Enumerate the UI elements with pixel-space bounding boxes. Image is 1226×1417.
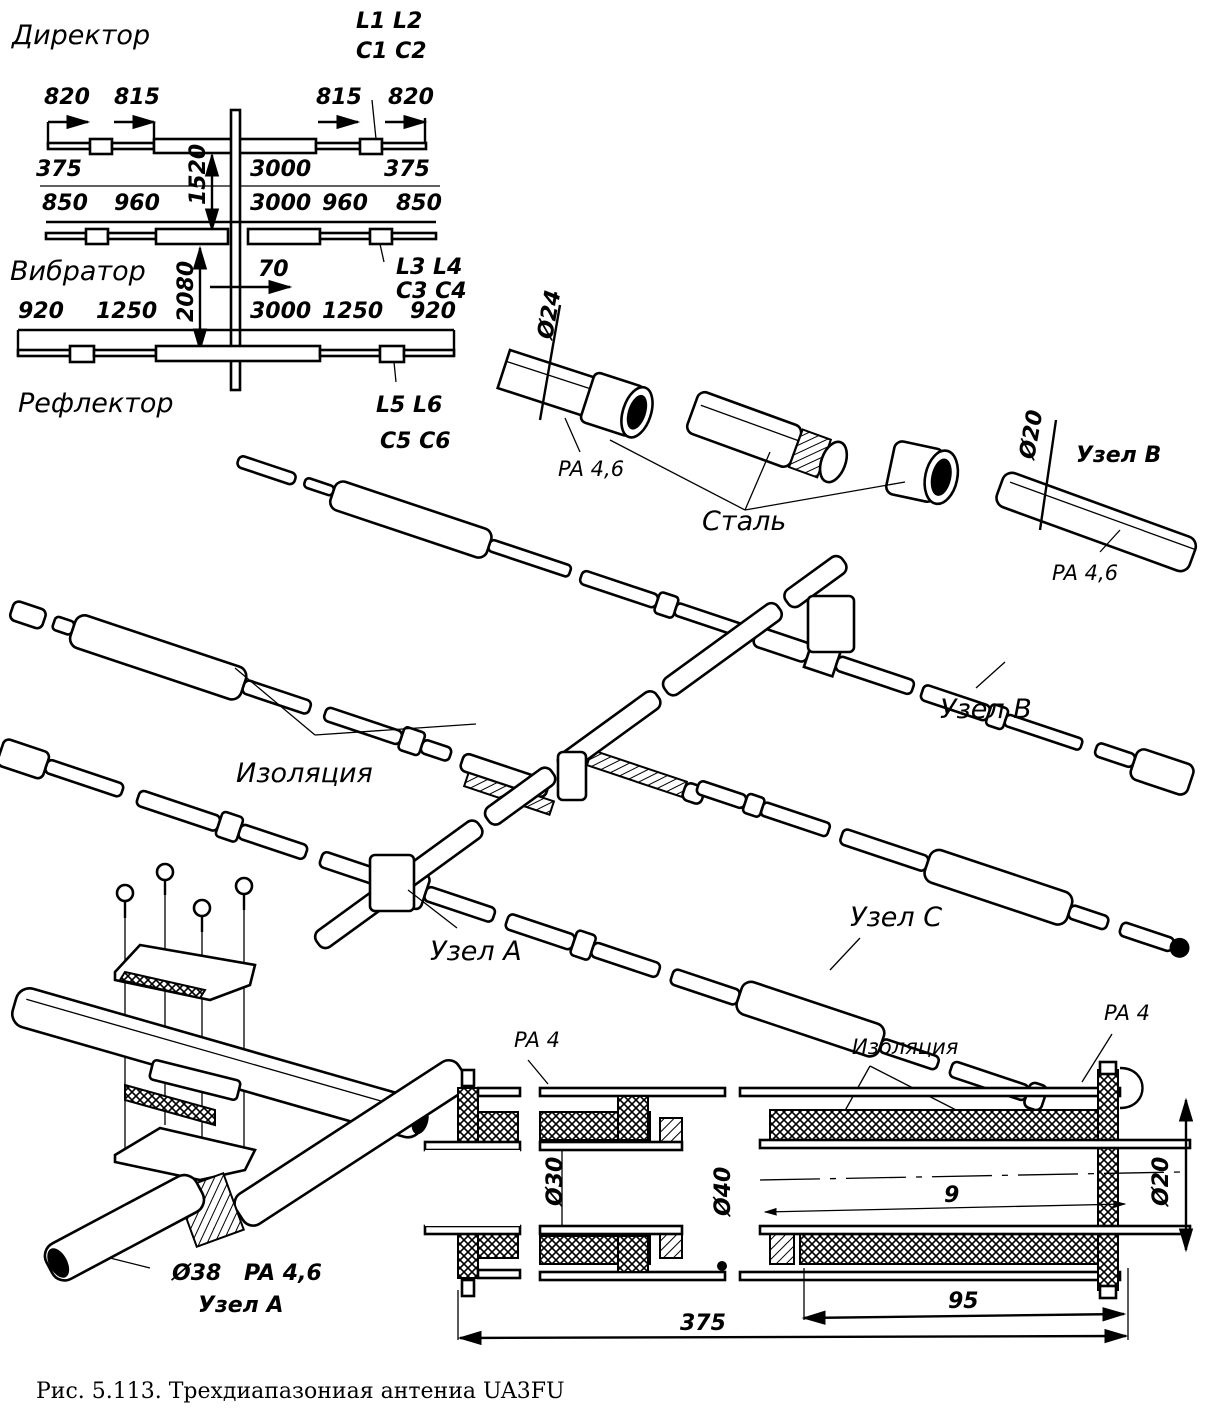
reflector-dim-2: 1250 [96, 299, 157, 324]
director-dim-4: 820 [388, 85, 434, 110]
vibrator-rod-exploded [8, 600, 1190, 958]
vibrator-dim-1: 850 [42, 191, 88, 216]
material-pa46-left: PA 4,6 [558, 457, 624, 481]
insulation-label: Изоляция [236, 758, 373, 789]
director-dim-2: 815 [114, 85, 160, 110]
boom-exploded [313, 554, 856, 950]
reflector-coil-c: C5 C6 [380, 429, 451, 454]
director-coil-c: C1 C2 [356, 39, 427, 64]
director-rod-exploded [236, 455, 1195, 796]
section-detail: PA 4 Изоляция PA 4 Ø30 Ø40 [423, 1001, 1194, 1346]
reflector-dim-1: 920 [18, 299, 64, 324]
section-length-part: 95 [948, 1289, 979, 1314]
vibrator-label: Вибратор [10, 256, 146, 287]
spacing-vibrator-reflector: 2080 [174, 261, 199, 322]
node-b-clamp [806, 594, 856, 654]
steel-joint-detail: Ø24 PA 4,6 Сталь Ø20 Узел B PA 4,6 [496, 288, 1198, 585]
screw-icon [115, 862, 254, 932]
director-coil-l: L1 L2 [356, 9, 422, 34]
vibrator-dim-4: 850 [396, 191, 442, 216]
section-d-tube: Ø20 [1149, 1157, 1174, 1208]
section-insulation: Изоляция [852, 1035, 958, 1059]
director-label: Директор [11, 20, 150, 51]
material-pa46-b: PA 4,6 [1052, 561, 1118, 585]
diameter-20-top: Ø20 [1015, 408, 1049, 463]
clamp-detail-node-a: Ø38 PA 4,6 Узел A [10, 862, 469, 1318]
director-gap-left: 375 [36, 157, 82, 182]
reflector-dim-3: 1250 [322, 299, 383, 324]
node-a-label: Узел A [430, 936, 522, 967]
section-d-inner: Ø30 [543, 1157, 568, 1208]
section-material-right: PA 4 [1104, 1001, 1150, 1025]
figure-caption: Рис. 5.113. Трехдиапазониая антениа UA3F… [36, 1379, 565, 1404]
boom-offset: 70 [258, 257, 289, 282]
diameter-24: Ø24 [533, 288, 567, 343]
section-material-left: PA 4 [514, 1028, 560, 1052]
node-b-top-label: Узел B [1076, 443, 1161, 468]
element-schematic: Директор L1 L2 C1 C2 820 815 815 820 375… [10, 9, 467, 454]
reflector-label: Рефлектор [18, 388, 174, 419]
director-gap-right: 375 [384, 157, 430, 182]
vibrator-dim-2: 960 [114, 191, 160, 216]
reflector-center: 3000 [250, 299, 311, 324]
section-inner-dim: 9 [944, 1183, 959, 1208]
reflector-dim-4: 920 [410, 299, 456, 324]
node-b-label: Узел B [940, 694, 1032, 725]
clamp-diameter: Ø38 [170, 1261, 221, 1286]
section-d-outer: Ø40 [711, 1167, 736, 1218]
section-length-total: 375 [680, 1311, 726, 1336]
director-dim-1: 820 [44, 85, 90, 110]
node-c-label: Узел C [850, 902, 942, 933]
exploded-view: Изоляция Узел A Узел B Узел C [0, 455, 1195, 1112]
spacing-director-vibrator: 1520 [186, 144, 211, 205]
vibrator-center: 3000 [250, 191, 311, 216]
director-center: 3000 [250, 157, 311, 182]
director-dim-3: 815 [316, 85, 362, 110]
vibrator-dim-3: 960 [322, 191, 368, 216]
node-a-clamp [368, 853, 416, 913]
vibrator-coil-c: C3 C4 [396, 279, 467, 304]
vibrator-coil-l: L3 L4 [396, 255, 462, 280]
clamp-title: Узел A [198, 1293, 283, 1318]
steel-label: Сталь [702, 506, 786, 537]
reflector-coil-l: L5 L6 [376, 393, 442, 418]
clamp-material: PA 4,6 [244, 1261, 322, 1286]
